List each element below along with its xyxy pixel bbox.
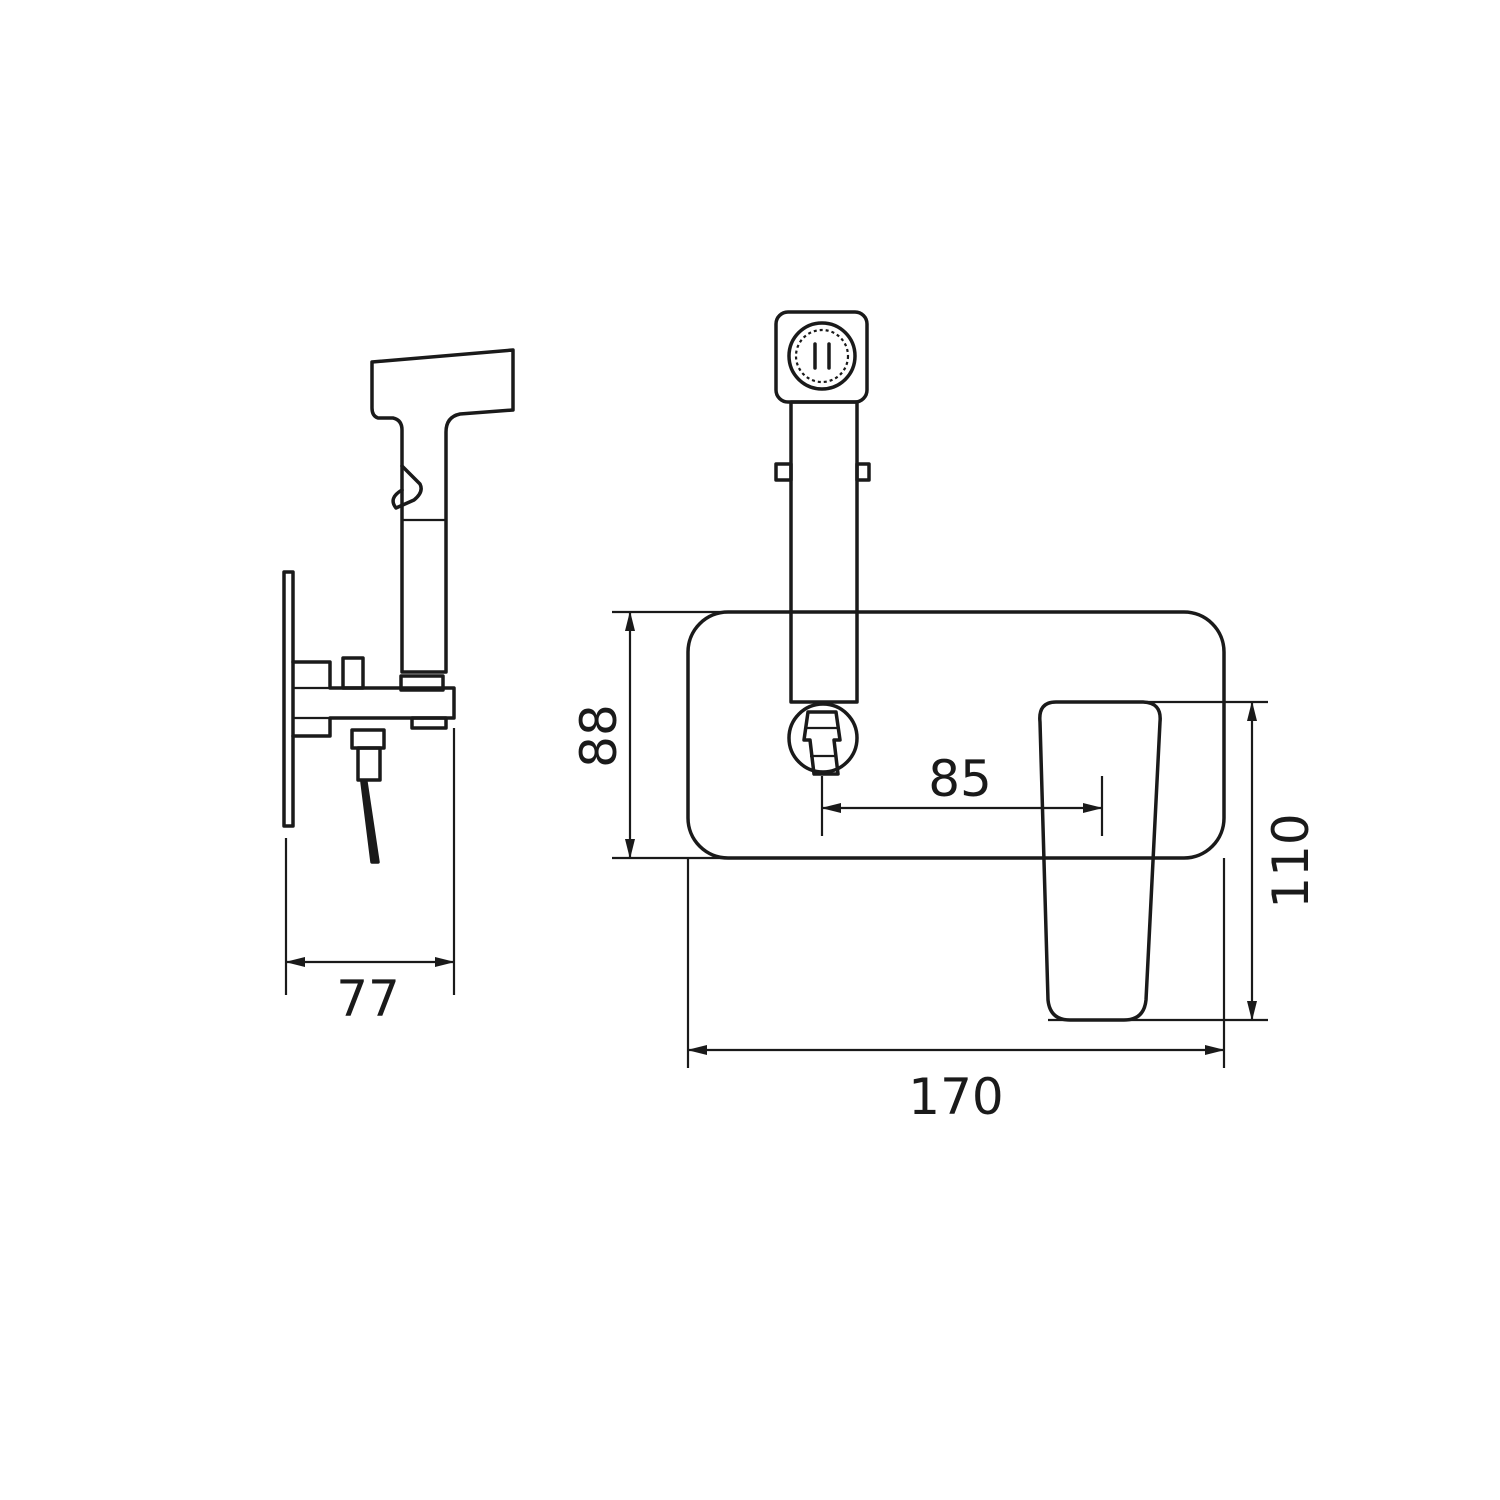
side-mixer-body [291, 660, 456, 738]
front-trigger-left [774, 462, 793, 482]
front-wall-plate [686, 610, 1226, 860]
side-hose [360, 780, 380, 864]
front-view: 88 85 110 170 [570, 310, 1320, 1126]
front-lever-handle [1038, 700, 1162, 1022]
side-wall-plate [282, 570, 295, 828]
side-view: 77 [282, 348, 515, 1028]
side-connector [399, 674, 445, 692]
dim-88-label: 88 [570, 704, 628, 768]
front-spray-face-outer [787, 321, 857, 391]
dim-85-label: 85 [928, 750, 992, 808]
front-trigger-right [855, 462, 871, 482]
side-trigger [391, 464, 423, 510]
side-outlet-pipe [356, 746, 382, 782]
side-outlet-nut [350, 728, 386, 750]
front-spray-face-inner [794, 328, 850, 384]
front-outlet-fitting [802, 710, 842, 776]
side-handle-knob [341, 656, 365, 690]
dim-110-label: 110 [1262, 813, 1320, 908]
dim-170-label: 170 [908, 1068, 1003, 1126]
side-hand-shower [370, 348, 515, 674]
front-shower-body [789, 400, 859, 704]
front-outlet-ring [787, 702, 859, 774]
side-connector-foot [410, 716, 448, 730]
dim-77-label: 77 [336, 970, 400, 1028]
